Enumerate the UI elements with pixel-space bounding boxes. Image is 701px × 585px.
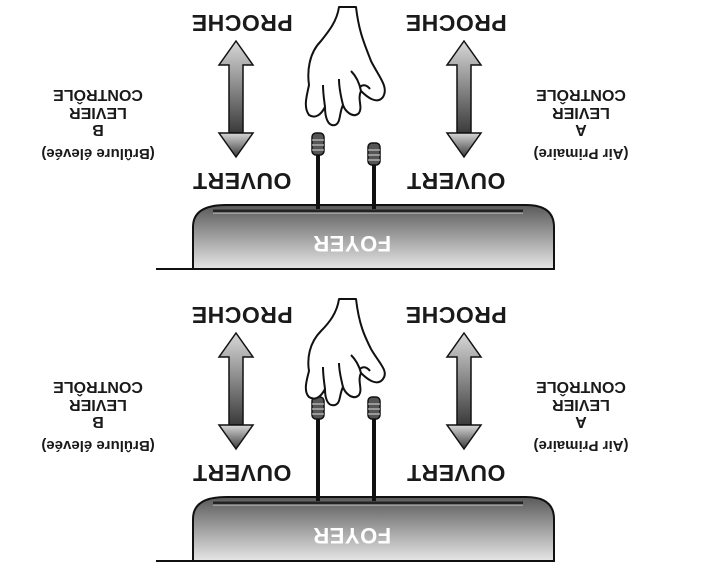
lever-b-knob (311, 132, 325, 156)
close-label-a: PROCHE (405, 302, 507, 328)
lever-a-knob (367, 142, 381, 166)
arrow-b (217, 39, 255, 159)
panel-graphics (156, 6, 555, 270)
lever-panel-lower: FOYER OUVERT OUVERT PROCHE PROCHE (Air P… (0, 293, 701, 585)
close-label-b: PROCHE (191, 10, 293, 36)
open-label-a: OUVERT (406, 460, 506, 486)
arrow-a (445, 331, 483, 451)
arrow-a (445, 39, 483, 159)
hand-illustration (304, 298, 386, 407)
lever-b-caption: (Brûlure élevée) B LEVIER CONTRÔLE (41, 86, 155, 162)
lever-a-caption: (Air Primaire) A LEVIER CONTRÔLE (533, 86, 629, 162)
firebox-label: FOYER (312, 523, 392, 548)
open-label-a: OUVERT (406, 168, 506, 194)
lever-a-knob (367, 396, 381, 420)
open-label-b: OUVERT (192, 460, 292, 486)
firebox-label: FOYER (312, 231, 392, 256)
lever-b-sub: (Brûlure élevée) (41, 437, 155, 454)
lever-b-caption: (Brûlure élevée) B LEVIER CONTRÔLE (3, 378, 193, 454)
arrow-b (217, 331, 255, 451)
lever-b-knob (311, 396, 325, 420)
open-label-b: OUVERT (192, 168, 292, 194)
lever-panel-upper: FOYER OUVERT OUVERT PROCHE PROCHE (Air P… (0, 1, 701, 293)
lever-a-caption: (Air Primaire) A LEVIER CONTRÔLE (506, 378, 656, 454)
hand-illustration (304, 6, 386, 127)
lever-a-sub: (Air Primaire) (533, 437, 629, 454)
firebox-shape (192, 496, 555, 562)
close-label-b: PROCHE (191, 302, 293, 328)
close-label-a: PROCHE (405, 10, 507, 36)
panel-graphics (156, 298, 555, 562)
firebox-shape (192, 204, 555, 270)
